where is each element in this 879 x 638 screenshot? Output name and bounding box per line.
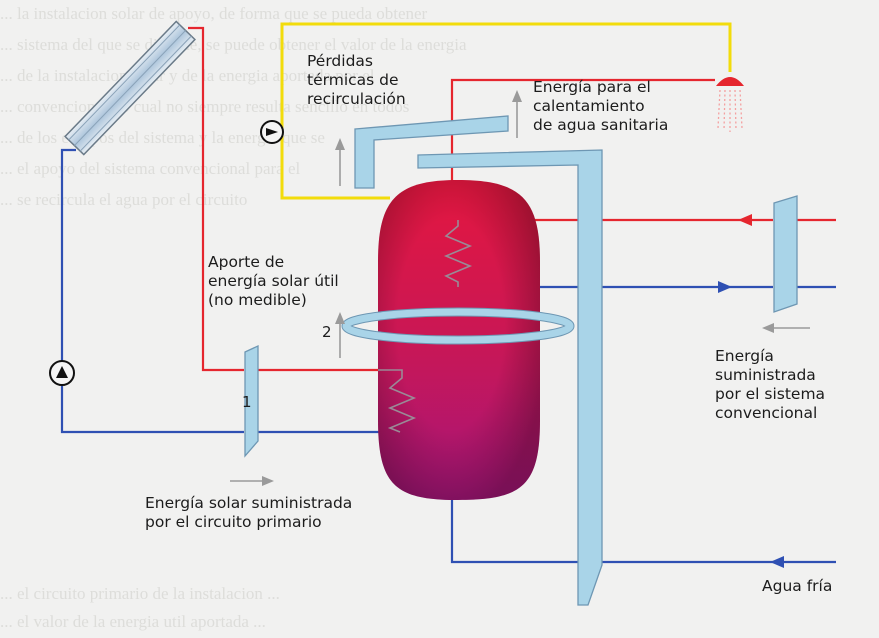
heat-loss-strip	[354, 115, 509, 189]
recirculation-pipe	[280, 22, 732, 200]
label-energia-convencional: Energía suministrada por el sistema conv…	[715, 347, 826, 422]
hot-pipes	[188, 26, 836, 372]
label-perdidas-termicas: Pérdidas térmicas de recirculación	[307, 52, 406, 108]
label-aporte-solar: Aporte de energía solar útil (no medible…	[208, 253, 339, 309]
exchanger-strips	[244, 115, 798, 606]
background-text-line: ... la instalacion solar de apoyo, de fo…	[0, 4, 428, 23]
background-text-line: ... el circuito primario de la instalaci…	[0, 584, 280, 603]
coil-lower	[378, 369, 417, 433]
cold-flow-arrow	[718, 281, 732, 293]
tank-ring	[341, 307, 575, 345]
pump-icon	[49, 360, 75, 386]
conventional-supply-strip	[417, 149, 603, 606]
solar-collector-icon	[64, 20, 196, 156]
exchanger-right	[773, 195, 798, 313]
label-agua-fria: Agua fría	[762, 577, 833, 595]
cold-water-arrow	[770, 556, 784, 568]
pump-icon	[260, 120, 284, 144]
shower-head-icon	[716, 77, 744, 132]
label-energia-calentamiento: Energía para el calentamiento de agua sa…	[533, 78, 669, 134]
exchanger-number-1: 1	[242, 393, 252, 411]
label-energia-primario: Energía solar suministrada por el circui…	[145, 494, 353, 531]
exchanger-1	[244, 344, 259, 458]
arrow-number-2: 2	[322, 323, 332, 341]
flow-arrows	[718, 214, 784, 568]
energy-arrows	[230, 90, 810, 486]
background-text-line: ... convencional, lo cual no siempre res…	[0, 97, 410, 116]
coil-upper	[443, 220, 473, 287]
background-text-line: ... el valor de la energia util aportada…	[0, 612, 266, 631]
hot-flow-arrow	[738, 214, 752, 226]
background-text-line: ... el apoyo del sistema convencional pa…	[0, 159, 301, 178]
background-text-line: ... se recircula el agua por el circuito	[0, 190, 248, 209]
